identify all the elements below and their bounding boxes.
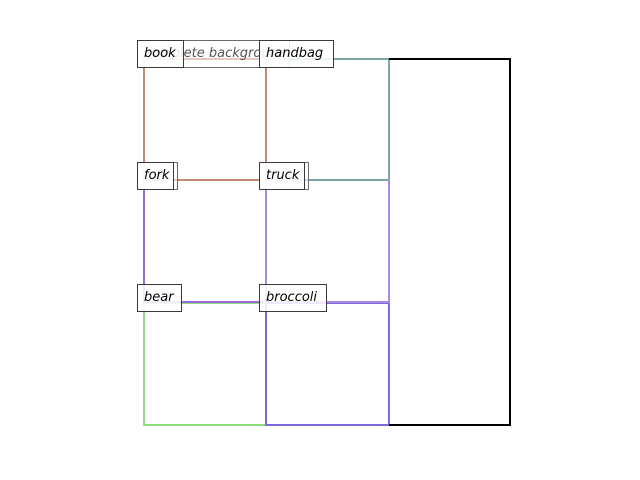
label-fork: fork — [137, 162, 174, 190]
label-book: book — [137, 40, 184, 68]
label-bear: bear — [137, 284, 182, 312]
label-handbag: handbag — [259, 40, 334, 68]
label-broccoli: broccoli — [259, 284, 327, 312]
label-truck: truck — [259, 162, 305, 190]
